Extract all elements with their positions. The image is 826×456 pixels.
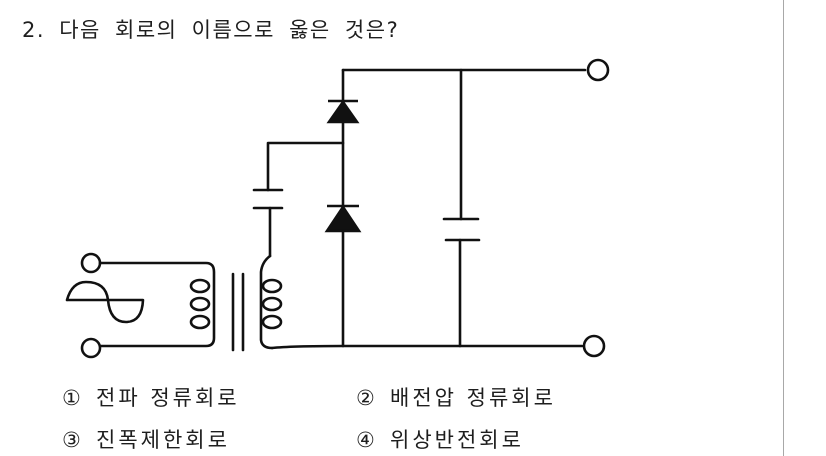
choice-1-number: ①	[62, 386, 81, 410]
input-terminal-bottom-icon	[80, 337, 102, 359]
output-terminal-bottom-icon	[582, 334, 606, 358]
question-title: 2. 다음 회로의 이름으로 옳은 것은?	[22, 18, 400, 42]
circuit-diagram	[65, 58, 610, 359]
choice-4[interactable]: ④ 위상반전회로	[356, 424, 524, 454]
choice-2[interactable]: ② 배전압 정류회로	[356, 382, 556, 412]
choice-1[interactable]: ① 전파 정류회로	[62, 382, 240, 412]
choice-1-label: 전파 정류회로	[96, 386, 240, 410]
choice-3-number: ③	[62, 428, 81, 452]
choice-3[interactable]: ③ 진폭제한회로	[62, 424, 230, 454]
input-terminal-top-icon	[80, 252, 102, 274]
secondary-coil-icon	[259, 254, 283, 350]
choice-2-number: ②	[356, 386, 375, 410]
diode-lower-icon	[324, 204, 362, 233]
column-divider	[783, 0, 784, 456]
choice-2-label: 배전압 정류회로	[390, 386, 556, 410]
choice-4-number: ④	[356, 428, 375, 452]
choice-3-label: 진폭제한회로	[96, 428, 230, 452]
diode-upper-icon	[326, 99, 360, 124]
choice-4-label: 위상반전회로	[390, 428, 524, 452]
output-terminal-top-icon	[586, 58, 610, 82]
ac-source-icon	[65, 280, 145, 324]
primary-coil-icon	[189, 278, 211, 330]
